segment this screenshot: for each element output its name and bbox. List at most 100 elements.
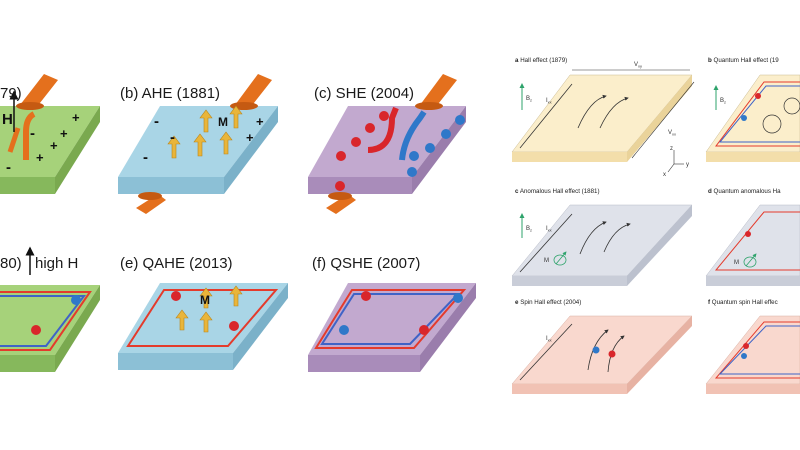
- edge-channel-red: [314, 289, 467, 349]
- panel-title: Spin Hall effect (2004): [520, 299, 581, 306]
- edge-channel-red: [715, 81, 800, 147]
- svg-text:y: y: [686, 162, 689, 168]
- svg-text:z: z: [670, 146, 673, 152]
- spin-down-particle: [409, 151, 419, 161]
- axes-triad: z y x: [663, 146, 689, 178]
- magnetization-orbit: [743, 256, 757, 268]
- plus-sign: +: [72, 110, 80, 125]
- spin-down-current: [399, 110, 427, 161]
- edge-channel-blue: [718, 325, 800, 375]
- svg-text:Bz: Bz: [526, 96, 532, 103]
- slab-top: [705, 204, 800, 277]
- spin-up-particles: [335, 111, 389, 191]
- slab-side: [627, 316, 692, 394]
- svg-text:Ixx: Ixx: [546, 226, 552, 233]
- panel-title: Quantum spin Hall effec: [712, 299, 778, 306]
- slab-top: [705, 74, 800, 153]
- svg-text:a Hall effect (1879): a Hall effect (1879): [515, 57, 567, 64]
- current-bracket: [519, 213, 573, 273]
- slab-side: [627, 205, 692, 286]
- svg-text:b Quantum Hall effect (19: b Quantum Hall effect (19: [708, 57, 779, 64]
- panel-title: Quantum Hall effect (19: [714, 57, 780, 64]
- moment-arrow: [167, 135, 181, 159]
- moment-arrows: [167, 105, 243, 159]
- electrode-bottom: [326, 194, 356, 214]
- edge-channel-red: [0, 291, 92, 351]
- spin-down-particle: [71, 295, 81, 305]
- slab-side: [233, 283, 288, 370]
- moment-arrow: [199, 287, 213, 309]
- spin-down-particle: [339, 325, 349, 335]
- spin-down-particle: [592, 346, 600, 354]
- spin-down-particle: [441, 129, 451, 139]
- slab-front: [706, 384, 800, 394]
- panel-title: (b) AHE (1881): [120, 85, 220, 102]
- left-panel-b: M - - - + + (b) AHE (1881): [118, 74, 278, 214]
- magnetization-arrow: [745, 253, 757, 267]
- moment-arrow: [199, 311, 213, 333]
- electrode-top: [235, 74, 272, 108]
- svg-text:Bz: Bz: [526, 226, 532, 233]
- panel-title: Anomalous Hall effect (1881): [520, 188, 600, 195]
- magnetization-arrow: [555, 251, 567, 265]
- slab-front: [308, 177, 412, 194]
- moment-arrow: [199, 109, 213, 133]
- electrode-contact: [138, 192, 162, 200]
- carrier-path: [577, 94, 607, 129]
- spin-up-particle: [379, 111, 389, 121]
- edge-channel-blue: [718, 85, 800, 143]
- svg-text:Ixx: Ixx: [546, 98, 552, 105]
- left-panel-f: (f) QSHE (2007): [308, 255, 476, 372]
- slab-side: [627, 75, 692, 162]
- svg-text:M: M: [544, 258, 549, 264]
- carrier-path: [587, 329, 609, 371]
- svg-text:Vxx: Vxx: [668, 130, 676, 137]
- minus-sign: -: [143, 149, 148, 166]
- spin-up-particle: [229, 321, 239, 331]
- svg-text:Bz: Bz: [720, 98, 726, 105]
- moment-arrow: [219, 131, 233, 155]
- moment-arrow: [175, 309, 189, 331]
- plus-sign: +: [60, 126, 68, 141]
- magnetization-label: M: [218, 115, 228, 129]
- edge-channel-red: [714, 211, 800, 271]
- electrode: [20, 74, 58, 108]
- minus-sign: -: [30, 125, 35, 142]
- edge-channel-red: [714, 321, 800, 379]
- right-panel-c: c Anomalous Hall effect (1881) Bz Ixx M: [511, 188, 693, 286]
- panel-title: Quantum anomalous Ha: [714, 188, 782, 195]
- right-panel-e: e Spin Hall effect (2004) Ixx: [511, 299, 693, 394]
- electrode-bottom: [136, 194, 166, 214]
- right-panel-b: b Quantum Hall effect (19 Bz: [705, 57, 800, 162]
- spin-up-particle: [31, 325, 41, 335]
- panel-title: 79): [0, 85, 22, 102]
- magnetization-label: M: [200, 293, 210, 307]
- carrier-path: [607, 335, 625, 373]
- spin-up-particle: [171, 291, 181, 301]
- spin-up-current: [367, 106, 399, 153]
- left-panel-c: (c) SHE (2004): [308, 74, 466, 214]
- spin-up-particle: [365, 123, 375, 133]
- panel-title: (e) QAHE (2013): [120, 255, 233, 272]
- right-panel-a: a Hall effect (1879) Bz Ixx Vxy Vxx z y …: [511, 57, 695, 178]
- panel-title: 80): [0, 255, 22, 272]
- spin-down-particle: [453, 293, 463, 303]
- left-panel-a: H + + + + - - 79): [0, 74, 100, 194]
- current-arrow-2: [7, 127, 21, 153]
- minus-sign: -: [154, 113, 159, 130]
- electrode-contact: [328, 192, 352, 200]
- moment-arrow: [193, 133, 207, 157]
- electrode-contact: [16, 102, 44, 110]
- minus-sign: -: [170, 129, 175, 146]
- svg-text:d Quantum anomalous Ha: d Quantum anomalous Ha: [708, 188, 781, 195]
- slab-front: [0, 355, 55, 372]
- spin-down-particles: [407, 115, 465, 177]
- spin-up-particle: [755, 93, 761, 99]
- right-panel-d: d Quantum anomalous Ha M: [705, 188, 800, 286]
- carrier-path: [599, 96, 629, 129]
- carrier-path: [579, 221, 607, 255]
- slab-front: [0, 177, 55, 194]
- slab-side: [420, 283, 476, 372]
- electrode-contact: [415, 102, 443, 110]
